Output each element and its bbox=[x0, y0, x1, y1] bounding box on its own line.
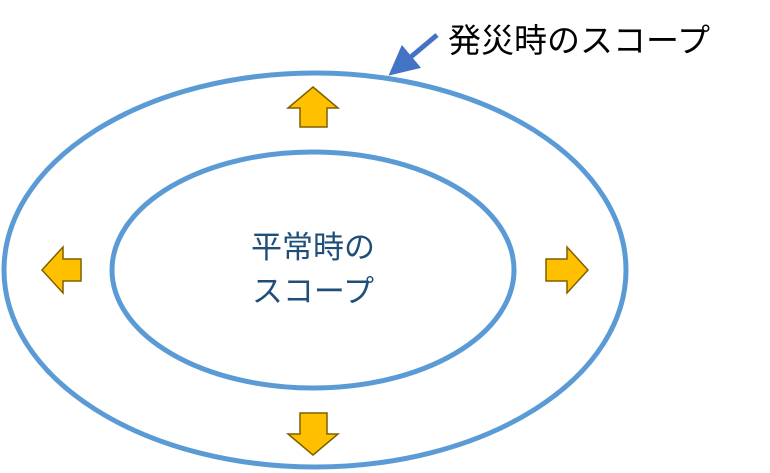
normal-scope-label: 平常時の スコープ bbox=[213, 226, 413, 314]
outer-scope-ellipse bbox=[1, 70, 629, 470]
expand-left-arrow-icon bbox=[40, 245, 82, 295]
expand-up-arrow-icon bbox=[285, 86, 341, 128]
normal-scope-label-line1: 平常時の bbox=[251, 230, 375, 266]
expand-down-arrow-icon bbox=[285, 412, 341, 456]
expand-right-arrow-icon bbox=[545, 245, 590, 295]
inner-scope-ellipse bbox=[109, 149, 517, 391]
pointer-arrow-icon bbox=[388, 33, 439, 76]
normal-scope-label-line2: スコープ bbox=[251, 274, 375, 310]
disaster-scope-label: 発災時のスコープ bbox=[448, 21, 711, 60]
